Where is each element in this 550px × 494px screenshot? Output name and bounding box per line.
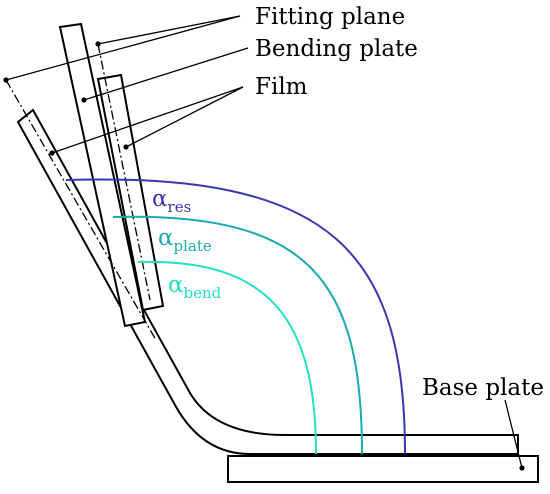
dot-fitting-left	[3, 77, 9, 83]
leader-fitting-a	[97, 15, 241, 45]
dot-fitting	[95, 41, 101, 47]
label-base-plate: Base plate	[422, 375, 544, 401]
arc-plate	[112, 215, 363, 455]
label-alpha-res: αres	[152, 186, 191, 216]
fitting-plane-line-left	[5, 79, 157, 341]
label-film: Film	[255, 74, 308, 100]
fitting-plane-line-right	[97, 43, 151, 301]
arc-res	[65, 178, 406, 455]
leader-film-b	[51, 86, 244, 154]
leader-bending	[83, 47, 249, 101]
film-upper-strip	[96, 73, 165, 312]
label-alpha-bend: αbend	[168, 272, 222, 302]
label-fitting-plane: Fitting plane	[255, 4, 405, 30]
leader-fitting-b	[5, 15, 241, 81]
arc-bend	[137, 260, 317, 455]
label-bending-plate: Bending plate	[255, 36, 418, 62]
dot-bending	[81, 97, 87, 103]
dot-base	[519, 465, 525, 471]
base-plate	[227, 455, 539, 483]
dot-film-a	[123, 144, 129, 150]
leader-film-a	[125, 86, 244, 148]
dot-film-b	[49, 150, 55, 156]
label-alpha-plate: αplate	[158, 225, 212, 255]
leader-base	[504, 399, 523, 469]
